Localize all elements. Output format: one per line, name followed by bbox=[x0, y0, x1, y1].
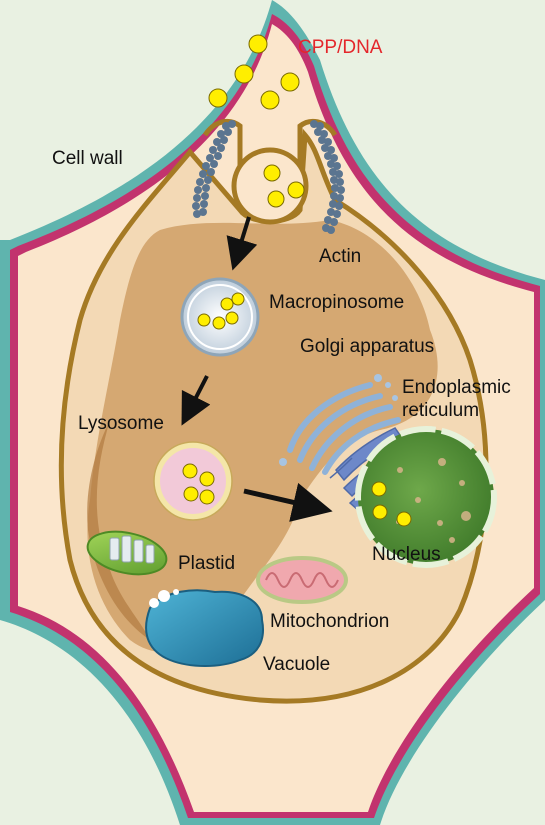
label-mitochondrion: Mitochondrion bbox=[270, 611, 389, 633]
lysosome bbox=[157, 445, 229, 517]
label-lysosome: Lysosome bbox=[78, 413, 164, 435]
label-reticulum: reticulum bbox=[402, 400, 479, 422]
label-macropinosome: Macropinosome bbox=[269, 292, 404, 314]
label-vacuole: Vacuole bbox=[263, 654, 330, 676]
label-cell-wall: Cell wall bbox=[52, 148, 123, 170]
label-plastid: Plastid bbox=[178, 553, 235, 575]
label-endoplasmic: Endoplasmic bbox=[402, 377, 511, 399]
label-golgi-apparatus: Golgi apparatus bbox=[300, 336, 434, 358]
label-actin: Actin bbox=[319, 246, 361, 268]
label-nucleus: Nucleus bbox=[372, 544, 441, 566]
mitochondrion bbox=[258, 558, 346, 602]
label-cpp-dna: CPP/DNA bbox=[298, 37, 382, 59]
